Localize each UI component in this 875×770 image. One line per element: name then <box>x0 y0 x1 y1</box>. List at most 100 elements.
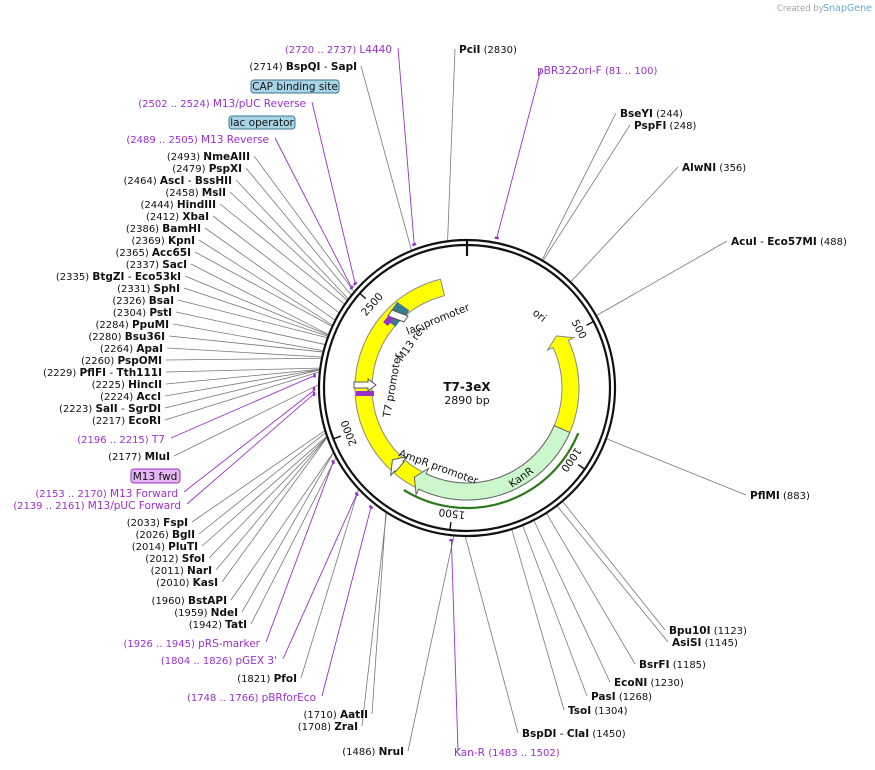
primer-kan-r[interactable]: Kan-R (1483 .. 1502) <box>454 747 560 759</box>
site-nari[interactable]: (2011) NarI <box>151 565 212 577</box>
site-bspqi-sapi[interactable]: (2714) BspQI - SapI <box>249 61 357 73</box>
watermark-created-by: Created by <box>777 4 824 14</box>
site-hincii[interactable]: (2225) HincII <box>92 379 162 391</box>
site-bpu10i[interactable]: Bpu10I (1123) <box>669 625 747 637</box>
site-sphi[interactable]: (2331) SphI <box>117 283 180 295</box>
boxed-feature-cap-binding-site: CAP binding site <box>250 79 340 94</box>
primer-mark <box>354 491 360 497</box>
svg-text:(2304) PstI: (2304) PstI <box>113 307 172 319</box>
primer-pbrforeco[interactable]: (1748 .. 1766) pBRforEco <box>187 692 316 704</box>
site-alwni[interactable]: AlwNI (356) <box>682 162 746 174</box>
svg-text:(2714) BspQI - SapI: (2714) BspQI - SapI <box>249 61 357 73</box>
primer-t7[interactable]: (2196 .. 2215) T7 <box>77 434 165 446</box>
primer-mark <box>368 504 374 510</box>
site-sfoi[interactable]: (2012) SfoI <box>145 553 205 565</box>
tick-mark-1000 <box>577 464 586 470</box>
site-aatii[interactable]: (1710) AatII <box>304 709 368 721</box>
site-acui-eco57mi[interactable]: AcuI - Eco57MI (488) <box>731 236 847 248</box>
site-zrai[interactable]: (1708) ZraI <box>298 721 358 733</box>
site-pspfi[interactable]: PspFI (248) <box>634 120 697 132</box>
svg-text:(2196 .. 2215) T7: (2196 .. 2215) T7 <box>77 434 165 446</box>
feature-arc-kanr <box>413 425 571 501</box>
site-ppumi[interactable]: (2284) PpuMI <box>96 319 169 331</box>
site-bgli[interactable]: (2026) BglI <box>136 529 195 541</box>
site-bsu36i[interactable]: (2280) Bsu36I <box>88 331 165 343</box>
site-saci[interactable]: (2337) SacI <box>126 259 187 271</box>
site-bspdi-clai[interactable]: BspDI - ClaI (1450) <box>522 728 626 740</box>
primer-labels: (2720 .. 2737) L4440 pBR322ori-F (81 .. 1… <box>13 44 657 759</box>
site-mlui[interactable]: (2177) MluI <box>108 451 170 463</box>
svg-text:Kan-R (1483 .. 1502): Kan-R (1483 .. 1502) <box>454 747 560 759</box>
svg-text:(2335) BtgZI - Eco53kI: (2335) BtgZI - Eco53kI <box>56 271 181 283</box>
site-econi[interactable]: EcoNI (1230) <box>614 677 684 689</box>
primer-prs-marker[interactable]: (1926 .. 1945) pRS-marker <box>124 638 261 650</box>
plasmid-length: 2890 bp <box>444 394 489 407</box>
site-pspomi[interactable]: (2260) PspOMI <box>81 355 162 367</box>
site-ndei[interactable]: (1959) NdeI <box>174 607 238 619</box>
site-acci[interactable]: (2224) AccI <box>100 391 161 403</box>
tick-label-1500: 1500 <box>438 506 466 521</box>
site-pflmi[interactable]: PflMI (883) <box>750 490 810 502</box>
leader-line <box>522 525 588 697</box>
primer-m13-reverse[interactable]: (2489 .. 2505) M13 Reverse <box>126 134 269 146</box>
svg-text:pBR322ori-F (81 .. 100): pBR322ori-F (81 .. 100) <box>537 65 657 77</box>
site-bamhi[interactable]: (2386) BamHI <box>126 223 201 235</box>
boxed-feature-lac-operator: lac operator <box>228 115 296 130</box>
site-fspi[interactable]: (2033) FspI <box>127 517 188 529</box>
site-psti[interactable]: (2304) PstI <box>113 307 172 319</box>
primer-mark <box>352 281 358 286</box>
leader-line <box>371 512 387 715</box>
leader-line <box>198 239 333 326</box>
site-ecori[interactable]: (2217) EcoRI <box>92 415 161 427</box>
primer-m13-puc-forward[interactable]: (2139 .. 2161) M13/pUC Forward <box>13 500 181 512</box>
leader-line <box>166 347 322 358</box>
site-bsrfi[interactable]: BsrFI (1185) <box>639 659 706 671</box>
primer-m13-forward[interactable]: (2153 .. 2170) M13 Forward <box>35 488 178 500</box>
site-sali-sgrdi[interactable]: (2223) SalI - SgrDI <box>59 403 161 415</box>
site-kpni[interactable]: (2369) KpnI <box>132 235 195 247</box>
primer-pbr322ori-f[interactable]: pBR322ori-F (81 .. 100) <box>537 65 657 77</box>
site-asisi[interactable]: AsiSI (1145) <box>672 637 738 649</box>
primer-pgex-3[interactable]: (1804 .. 1826) pGEX 3' <box>161 655 277 667</box>
svg-text:AcuI - Eco57MI (488): AcuI - Eco57MI (488) <box>731 236 847 248</box>
leader-line <box>229 191 348 301</box>
primer-l4440[interactable]: (2720 .. 2737) L4440 <box>285 44 392 56</box>
leader-line <box>596 240 728 316</box>
site-bseyi[interactable]: BseYI (244) <box>620 108 683 120</box>
leader-line <box>204 227 335 321</box>
svg-text:(2479) PspXI: (2479) PspXI <box>172 163 242 175</box>
site-kasi[interactable]: (2010) KasI <box>156 577 218 589</box>
site-btgzi-eco53ki[interactable]: (2335) BtgZI - Eco53kI <box>56 271 181 283</box>
svg-text:(1959) NdeI: (1959) NdeI <box>174 607 238 619</box>
site-asci-bsshii[interactable]: (2464) AscI - BssHII <box>123 175 232 187</box>
leader-line <box>250 457 336 625</box>
site-pspxi[interactable]: (2479) PspXI <box>172 163 242 175</box>
site-apai[interactable]: (2264) ApaI <box>100 343 163 355</box>
primer-leader-line <box>282 493 358 660</box>
t7-glyph <box>356 391 374 396</box>
site-xbai[interactable]: (2412) XbaI <box>146 211 209 223</box>
site-bsai[interactable]: (2326) BsaI <box>112 295 174 307</box>
leader-line <box>164 369 320 397</box>
leader-line <box>300 489 359 679</box>
site-bstapi[interactable]: (1960) BstAPI <box>152 595 227 607</box>
site-nrui[interactable]: (1486) NruI <box>342 746 404 758</box>
site-tati[interactable]: (1942) TatI <box>189 619 247 631</box>
site-pflfi-tth111i[interactable]: (2229) PflFI - Tth111I <box>43 367 162 379</box>
primer-m13-puc-reverse[interactable]: (2502 .. 2524) M13/pUC Reverse <box>138 98 306 110</box>
site-msli[interactable]: (2458) MslI <box>165 187 226 199</box>
site-pcii[interactable]: PciI (2830) <box>459 44 517 56</box>
site-pluti[interactable]: (2014) PluTI <box>132 541 198 553</box>
site-pasi[interactable]: PasI (1268) <box>591 691 652 703</box>
site-nmeaiii[interactable]: (2493) NmeAIII <box>167 151 250 163</box>
svg-text:(2260) PspOMI: (2260) PspOMI <box>81 355 162 367</box>
primer-leader-line <box>186 393 315 505</box>
feature-label-ori: ori <box>530 307 548 325</box>
site-pfoi[interactable]: (1821) PfoI <box>237 673 297 685</box>
site-hindiii[interactable]: (2444) HindIII <box>140 199 216 211</box>
site-tsoi[interactable]: TsoI (1304) <box>568 705 628 717</box>
site-acc65i[interactable]: (2365) Acc65I <box>115 247 191 259</box>
svg-text:(2280) Bsu36I: (2280) Bsu36I <box>88 331 165 343</box>
svg-text:(2412) XbaI: (2412) XbaI <box>146 211 209 223</box>
leader-line <box>245 167 352 295</box>
